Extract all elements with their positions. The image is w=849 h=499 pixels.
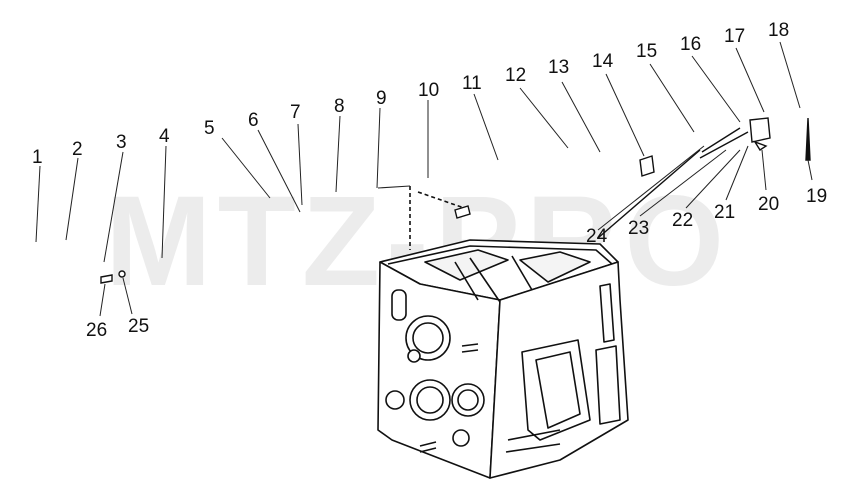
callout-3: 3 (116, 132, 127, 153)
callout-11: 11 (462, 73, 482, 94)
callout-15: 15 (636, 41, 657, 62)
callout-21: 21 (714, 202, 735, 223)
callout-22: 22 (672, 210, 693, 231)
callout-16: 16 (680, 34, 701, 55)
callout-8: 8 (334, 96, 345, 117)
dipstick-part-19 (805, 117, 811, 161)
callout-25: 25 (128, 316, 149, 337)
gearbox-housing (377, 186, 629, 479)
small-parts (100, 117, 811, 284)
pipe-part-24 (597, 149, 701, 239)
leader-lines (35, 41, 813, 317)
callout-2: 2 (72, 139, 83, 160)
callout-1: 1 (32, 147, 43, 168)
callout-9: 9 (376, 88, 387, 109)
callout-4: 4 (159, 126, 170, 147)
callout-18: 18 (768, 20, 789, 41)
washer-part-25 (118, 270, 126, 278)
callout-20: 20 (758, 194, 779, 215)
callout-17: 17 (724, 26, 745, 47)
bolt-part-26 (100, 274, 113, 284)
callout-12: 12 (505, 65, 526, 86)
cover-part-10 (454, 205, 471, 219)
callout-10: 10 (418, 80, 439, 101)
callout-23: 23 (628, 218, 649, 239)
callout-13: 13 (548, 57, 569, 78)
callout-7: 7 (290, 102, 301, 123)
plug-part-14 (639, 155, 655, 177)
pipe-part-16 (701, 127, 741, 153)
callout-6: 6 (248, 110, 259, 131)
callout-14: 14 (592, 51, 614, 72)
callout-19: 19 (806, 186, 827, 207)
callout-24: 24 (586, 226, 608, 247)
bracket-part-17 (749, 117, 771, 143)
part-20 (753, 140, 768, 151)
callout-26: 26 (86, 320, 107, 341)
callout-5: 5 (204, 118, 215, 139)
